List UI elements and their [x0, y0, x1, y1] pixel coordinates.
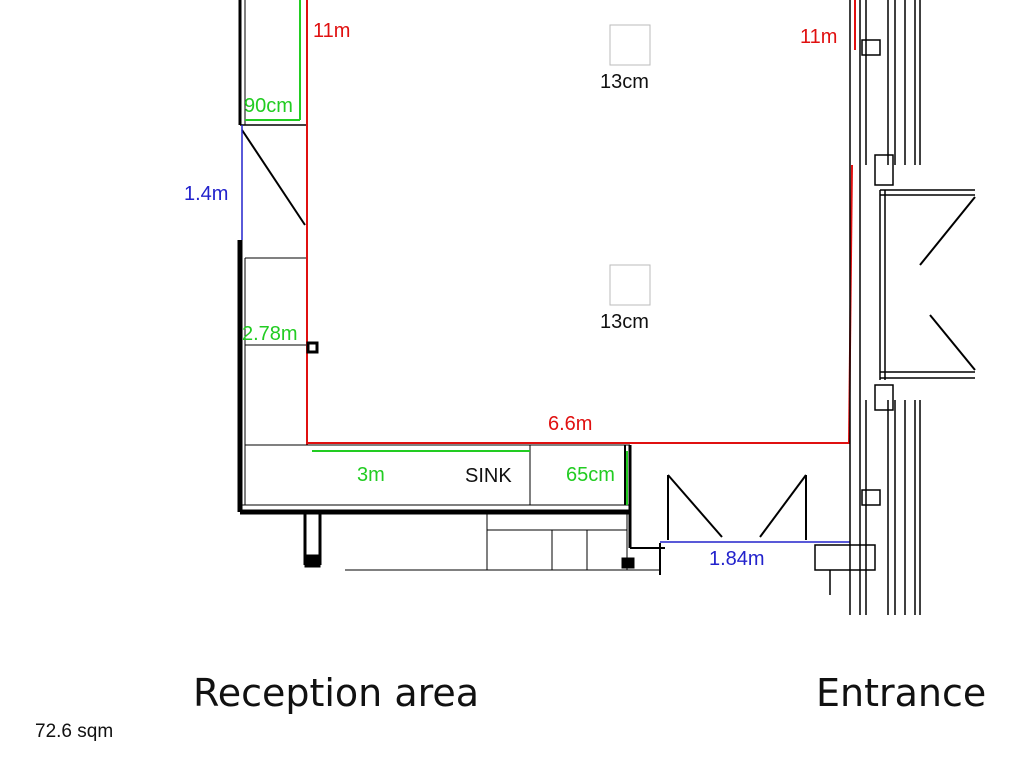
column-1 [609, 24, 651, 66]
left-cabinet-length-label: 2.78m [242, 323, 298, 345]
counter [245, 444, 632, 548]
left-wall-length-label: 11m [313, 20, 350, 42]
area-label: 72.6 sqm [35, 721, 113, 742]
sink-label: SINK [465, 465, 512, 487]
lower-doors [667, 474, 807, 540]
counter-depth-label: 65cm [566, 464, 615, 486]
right-wall-length-label: 11m [800, 26, 837, 48]
right-doors [919, 196, 976, 371]
lower-structure [303, 511, 665, 575]
column-1-size-label: 13cm [600, 71, 649, 93]
entrance-label: Entrance [816, 671, 986, 715]
left-opening-width-label: 1.4m [184, 183, 228, 205]
left-door [241, 129, 306, 226]
counter-length-label: 6.6m [548, 413, 592, 435]
entrance-door-width-label: 1.84m [709, 548, 765, 570]
wall-socket [306, 341, 319, 354]
counter-green-lines [312, 450, 628, 505]
column-2-size-label: 13cm [600, 311, 649, 333]
counter-left-length-label: 3m [357, 464, 385, 486]
right-wall [814, 0, 975, 615]
column-2 [609, 264, 651, 306]
cabinet-top-width-label: 90cm [244, 95, 293, 117]
top-cabinet-outline [245, 0, 301, 121]
reception-area-label: Reception area [193, 671, 479, 715]
left-wall [237, 0, 630, 515]
